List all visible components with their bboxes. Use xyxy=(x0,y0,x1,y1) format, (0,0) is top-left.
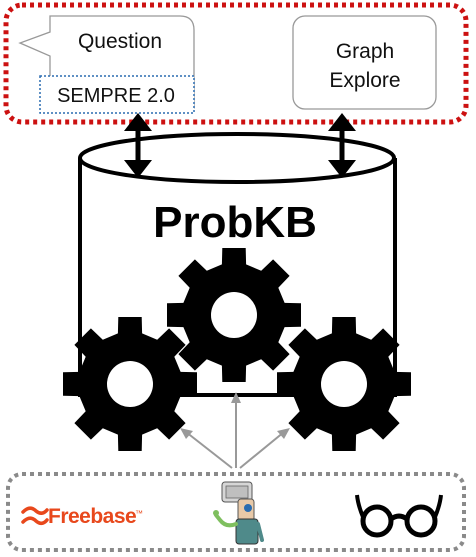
graph-explore-box xyxy=(292,15,437,110)
sempre-box xyxy=(39,75,195,114)
graph-db-arrow xyxy=(328,113,356,178)
question-db-arrow xyxy=(124,113,152,178)
probkb-title: ProbKB xyxy=(153,198,317,247)
freebase-trademark: ™ xyxy=(135,509,143,518)
robot-icon xyxy=(213,481,264,545)
sources-group-border xyxy=(6,472,466,552)
source-arrows xyxy=(180,392,290,469)
freebase-label: Freebase xyxy=(48,505,137,528)
glasses-icon xyxy=(355,494,443,538)
sempre-label: SEMPRE 2.0 xyxy=(57,85,175,107)
interface-group-border xyxy=(3,2,469,125)
gear-center-icon xyxy=(167,248,301,382)
question-label: Question xyxy=(77,30,163,53)
gear-left-icon xyxy=(63,317,197,451)
gears xyxy=(63,248,411,451)
gear-right-icon xyxy=(277,317,411,451)
graph-explore-label: Graph Explore xyxy=(329,40,401,92)
freebase-logo-icon xyxy=(21,506,49,525)
